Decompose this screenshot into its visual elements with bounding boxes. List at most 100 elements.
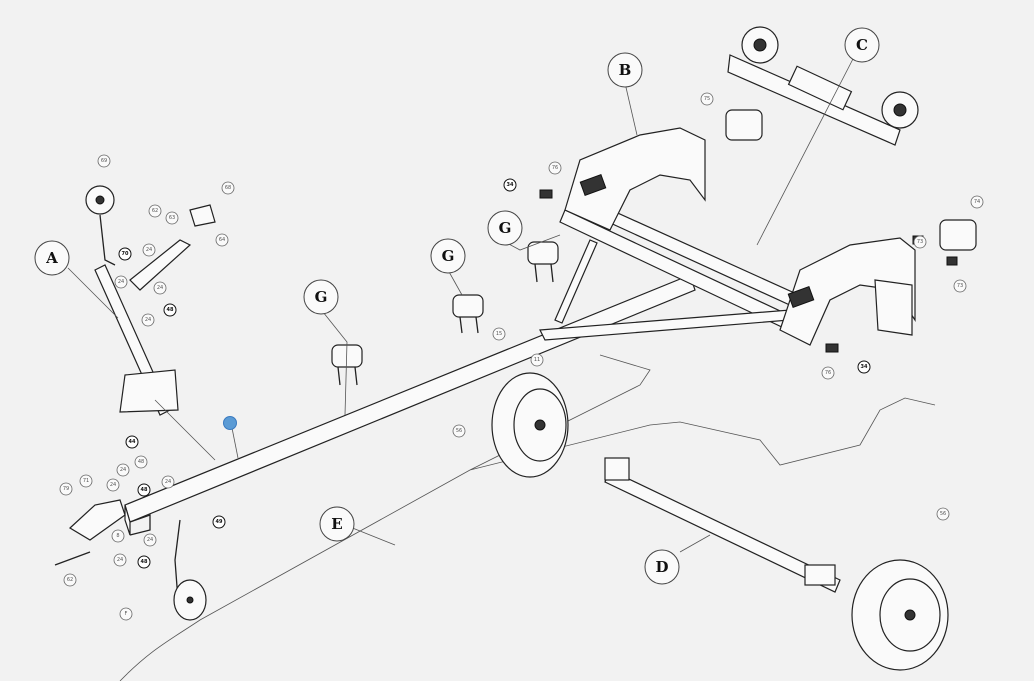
part-callout[interactable]: 74 [970, 195, 984, 209]
jockey-wheel [173, 519, 207, 621]
callout-letter: E [331, 515, 342, 533]
part-number: 75 [704, 96, 710, 102]
assembly-callout-c[interactable]: C [844, 27, 880, 63]
part-callout[interactable]: 49 [212, 515, 226, 529]
part-callout[interactable]: 73 [953, 279, 967, 293]
part-number: 56 [940, 511, 946, 517]
part-callout[interactable]: 48 [137, 483, 151, 497]
callout-letter: A [45, 249, 58, 267]
part-callout[interactable]: 48 [137, 555, 151, 569]
callout-letter: G [442, 247, 455, 265]
part-callout[interactable]: 24 [113, 553, 127, 567]
part-callout[interactable]: 48 [134, 455, 148, 469]
callout-letter: C [856, 36, 868, 54]
callout-circle [430, 238, 466, 274]
part-callout-circle [700, 92, 714, 106]
assembly-callout-b[interactable]: B [607, 52, 643, 88]
part-callout-circle [492, 327, 506, 341]
assembly-callout-a[interactable]: A [34, 240, 70, 276]
callout-circle [303, 279, 339, 315]
part-callout-circle [163, 303, 177, 317]
part-callout-circle [134, 455, 148, 469]
part-callout[interactable]: 75 [700, 92, 714, 106]
part-callout[interactable]: 11 [530, 353, 544, 367]
part-callout[interactable]: 24 [141, 313, 155, 327]
part-callout[interactable]: 24 [153, 281, 167, 295]
part-number: 79 [63, 486, 69, 492]
part-callout[interactable]: 24 [106, 478, 120, 492]
part-callout[interactable]: 71 [79, 474, 93, 488]
part-number: F [125, 611, 128, 617]
part-callout[interactable]: F [119, 607, 133, 621]
part-number: 24 [120, 467, 126, 473]
selection-marker[interactable] [223, 416, 237, 430]
assembly-callout-g2[interactable]: G [430, 238, 466, 274]
part-callout-circle [114, 275, 128, 289]
part-callout-circle [913, 235, 927, 249]
part-number: 69 [101, 158, 107, 164]
part-callout[interactable]: 64 [215, 233, 229, 247]
part-callout[interactable]: 24 [161, 475, 175, 489]
part-callout-circle [153, 281, 167, 295]
part-callout[interactable]: 76 [821, 366, 835, 380]
part-number: 34 [861, 364, 868, 370]
callout-circle [607, 52, 643, 88]
assembly-callout-g3[interactable]: G [487, 210, 523, 246]
part-number: 24 [157, 285, 163, 291]
callout-circle [487, 210, 523, 246]
part-callout[interactable]: 15 [492, 327, 506, 341]
part-callout[interactable]: 68 [221, 181, 235, 195]
part-callout[interactable]: 62 [148, 204, 162, 218]
part-callout-circle [97, 154, 111, 168]
part-callout[interactable]: 24 [114, 275, 128, 289]
part-callout[interactable]: 44 [125, 435, 139, 449]
part-number: 24 [118, 279, 124, 285]
part-callout[interactable]: 24 [143, 533, 157, 547]
assembly-callout-d[interactable]: D [644, 549, 680, 585]
part-callout[interactable]: 48 [163, 303, 177, 317]
part-number: 74 [974, 199, 980, 205]
assembly-callout-e[interactable]: E [319, 506, 355, 542]
part-callout-circle [821, 366, 835, 380]
part-callout-circle [548, 161, 562, 175]
part-callout-circle [215, 233, 229, 247]
part-callout-circle [106, 478, 120, 492]
part-number: 76 [552, 165, 558, 171]
part-number: 62 [67, 577, 73, 583]
part-callout[interactable]: 34 [857, 360, 871, 374]
part-callout-circle [142, 243, 156, 257]
part-callout-circle [137, 555, 151, 569]
part-number: 24 [165, 479, 171, 485]
fender-b [564, 127, 706, 231]
part-number: 15 [496, 331, 502, 337]
part-callout[interactable]: 8 [111, 529, 125, 543]
part-callout-circle [161, 475, 175, 489]
part-callout[interactable]: 70 [118, 247, 132, 261]
part-callout[interactable]: 24 [142, 243, 156, 257]
part-callout-circle [111, 529, 125, 543]
part-callout[interactable]: 34 [503, 178, 517, 192]
part-number: 24 [110, 482, 116, 488]
part-callout[interactable]: 73 [913, 235, 927, 249]
part-callout-circle [165, 211, 179, 225]
part-callout[interactable]: 62 [63, 573, 77, 587]
part-callout[interactable]: 56 [452, 424, 466, 438]
part-number: 34 [507, 182, 514, 188]
part-callout[interactable]: 24 [116, 463, 130, 477]
part-callout-circle [116, 463, 130, 477]
part-number: 64 [219, 237, 225, 243]
assembly-callout-g1[interactable]: G [303, 279, 339, 315]
part-callout[interactable]: 76 [548, 161, 562, 175]
part-callout[interactable]: 79 [59, 482, 73, 496]
rear-chassis-frame [539, 204, 811, 341]
part-callout-circle [143, 533, 157, 547]
part-callout-circle [857, 360, 871, 374]
part-callout-circle [118, 247, 132, 261]
callout-letter: G [499, 219, 512, 237]
part-number: 56 [456, 428, 462, 434]
part-number: 48 [141, 487, 148, 493]
part-callout[interactable]: 63 [165, 211, 179, 225]
axle-assembly-c [727, 26, 919, 146]
part-callout[interactable]: 69 [97, 154, 111, 168]
part-callout[interactable]: 56 [936, 507, 950, 521]
